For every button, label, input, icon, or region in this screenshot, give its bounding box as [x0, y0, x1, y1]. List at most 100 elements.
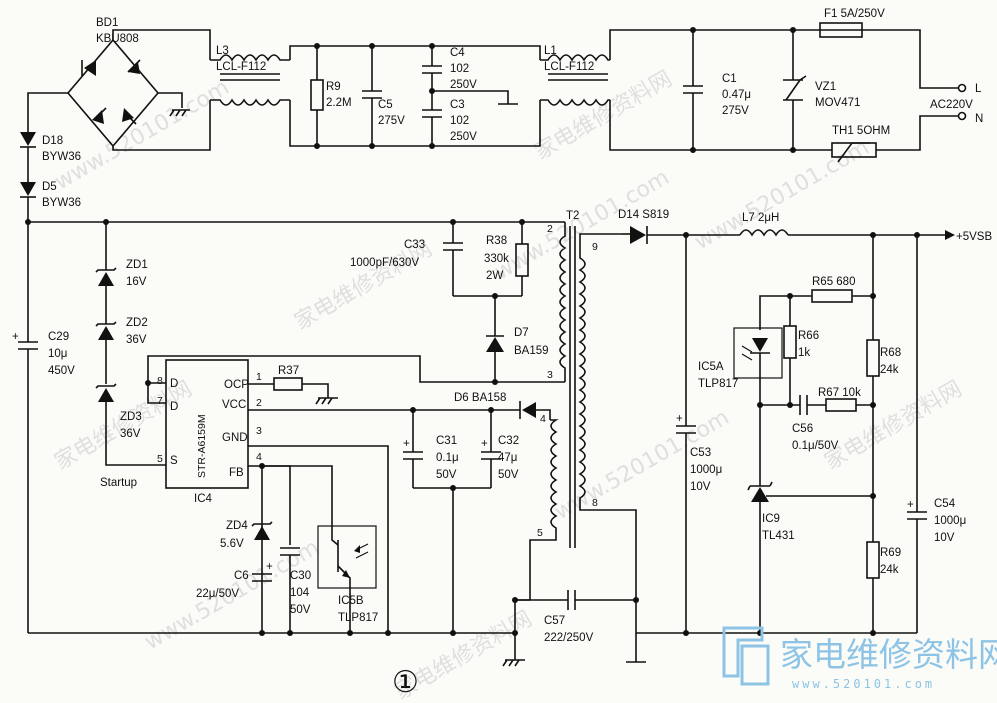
c53-value1: 1000μ	[690, 464, 722, 476]
capacitor-c54: + C54 1000μ 10V	[907, 235, 966, 633]
d18-part: BYW36	[42, 151, 81, 163]
t2-pin4: 4	[540, 413, 546, 425]
zd2-value: 36V	[126, 334, 147, 346]
ic5a-label: IC5A	[698, 361, 724, 373]
watermark-url: www.520101.com	[792, 677, 935, 691]
c6-value: 22μ/50V	[196, 588, 239, 600]
diode-d6: D6 BA158	[454, 392, 551, 420]
l7-label: L7 2μH	[742, 212, 779, 224]
ic9-label: IC9	[762, 513, 780, 525]
r9-value: 2.2M	[326, 97, 352, 109]
figure-number: ①	[392, 665, 419, 700]
t2-pin9: 9	[592, 241, 598, 253]
zd3-value: 36V	[120, 428, 141, 440]
svg-text:+: +	[266, 561, 273, 573]
capacitor-c31: + C31 0.1μ 50V	[403, 410, 459, 488]
ic4-pin-gnd: GND	[222, 432, 248, 444]
diode-d5: D5 BYW36	[20, 181, 81, 209]
c54-value1: 1000μ	[934, 515, 966, 527]
r66-value: 1k	[798, 347, 810, 359]
c4-label: C4	[450, 47, 465, 59]
zener-zd3: ZD3 36V	[95, 383, 142, 440]
zener-zd2: ZD2 36V	[95, 317, 148, 346]
bd1-part: KBU808	[96, 33, 139, 45]
d5-label: D5	[42, 181, 57, 193]
c32-label: C32	[498, 435, 519, 447]
c31-value1: 0.1μ	[436, 452, 459, 464]
r37-label: R37	[278, 365, 299, 377]
c54-label: C54	[934, 498, 956, 510]
capacitor-c56: C56 0.1μ/50V	[792, 395, 839, 452]
th1-label: TH1 5OHM	[832, 125, 890, 137]
fuse-f1: F1 5A/250V	[819, 8, 958, 89]
capacitor-c33: C33 1000pF/630V	[350, 222, 463, 296]
zener-zd1: ZD1 16V	[95, 259, 148, 288]
t2-label: T2	[566, 210, 579, 222]
c5-label: C5	[378, 99, 393, 111]
t2-pin2: 2	[547, 223, 553, 235]
r38-value2: 2W	[486, 270, 503, 282]
c31-label: C31	[436, 435, 457, 447]
optocoupler-ic5b: IC5B TLP817	[317, 520, 378, 633]
transformer-t2: T2 2 3 4 5 9 8	[529, 210, 637, 633]
f1-label: F1 5A/250V	[824, 8, 885, 20]
resistor-r67: R67 10k	[807, 387, 873, 412]
diode-d7: D7 BA159	[486, 296, 549, 382]
r38-value1: 330k	[484, 253, 509, 265]
zd4-value: 5.6V	[220, 538, 244, 550]
ic5b-label: IC5B	[338, 595, 364, 607]
ic4-pin1: 1	[256, 371, 262, 383]
c31-value2: 50V	[436, 469, 457, 481]
resistor-r9: R9 2.2M	[310, 43, 352, 149]
zd2-label: ZD2	[126, 317, 148, 329]
t2-pin8: 8	[592, 497, 598, 509]
c57-value: 222/250V	[544, 632, 594, 644]
c3-value2: 250V	[450, 131, 477, 143]
watermark-logo: 家电维修资料网 www.520101.com	[722, 626, 997, 691]
r38-label: R38	[486, 235, 507, 247]
ac-voltage-label: AC220V	[930, 99, 973, 111]
ic4-str-a6159m: D D S OCP VCC GND FB STR-A6159M IC4 8 7 …	[157, 359, 262, 505]
vz1-part: MOV471	[815, 97, 860, 109]
resistor-r37: R37	[248, 365, 338, 405]
svg-text:+: +	[481, 438, 488, 450]
startup-label: Startup	[100, 477, 137, 489]
watermark-text: www.520101.com	[691, 135, 874, 255]
svg-text:+: +	[676, 413, 683, 425]
capacitor-c32: + C32 47μ 50V	[481, 410, 519, 488]
zd3-label: ZD3	[120, 411, 142, 423]
watermark-text: www.520101.com	[491, 165, 674, 285]
c29-value1: 10μ	[48, 348, 67, 360]
c57-label: C57	[544, 615, 565, 627]
c5-value: 275V	[378, 115, 405, 127]
resistor-r38: R38 330k 2W	[484, 222, 529, 296]
capacitor-c53: + C53 1000μ 10V	[676, 235, 722, 633]
vz1-label: VZ1	[815, 81, 836, 93]
output-label: +5VSB	[956, 231, 992, 243]
c33-label: C33	[404, 239, 425, 251]
c56-value: 0.1μ/50V	[792, 440, 839, 452]
c1-label: C1	[722, 73, 737, 85]
ic4-pin2: 2	[256, 397, 262, 409]
ic4-label: IC4	[194, 493, 213, 505]
c32-value1: 47μ	[498, 452, 517, 464]
ic4-pin4: 4	[256, 451, 262, 463]
t2-pin3: 3	[547, 369, 553, 381]
r69-value: 24k	[880, 564, 899, 576]
watermark-text: 家电维修资料网	[291, 237, 437, 336]
ic4-part-number: STR-A6159M	[196, 414, 208, 478]
capacitor-c6: + C6 22μ/50V	[196, 561, 273, 600]
ic4-pin-d2: D	[170, 401, 178, 413]
ic9-part: TL431	[762, 530, 795, 542]
ic4-pin3: 3	[256, 425, 262, 437]
capacitor-c1: C1 0.47μ 275V	[683, 27, 751, 153]
c30-value2: 50V	[290, 604, 311, 616]
choke-l3: L3 LCL-F112	[210, 45, 290, 106]
resistor-r66: R66 1k	[783, 296, 819, 405]
zd4-label: ZD4	[226, 520, 248, 532]
t2-pin5: 5	[537, 527, 543, 539]
ic4-pin-d1: D	[170, 378, 178, 390]
r65-label: R65 680	[812, 276, 855, 288]
